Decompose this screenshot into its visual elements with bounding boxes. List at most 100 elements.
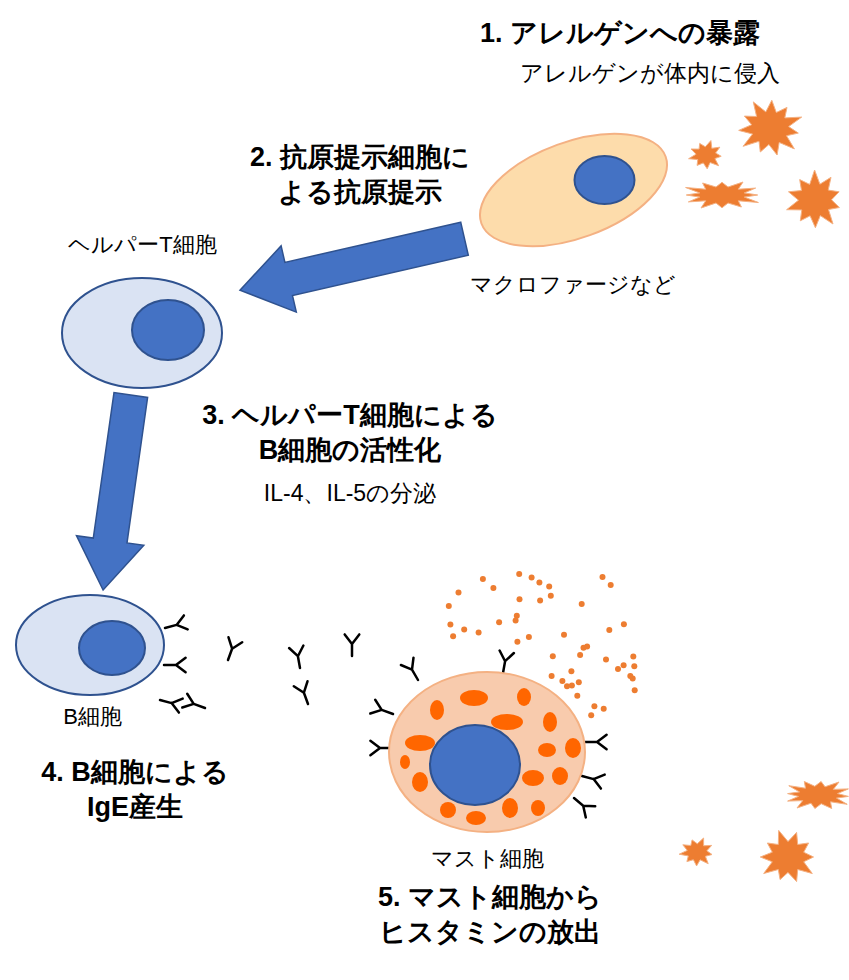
granule — [502, 798, 518, 818]
histamine-dot — [579, 601, 585, 607]
cell-node: B細胞 — [10, 590, 175, 740]
histamine-dot — [447, 622, 453, 628]
allergen — [787, 170, 840, 228]
histamine-dot — [569, 682, 575, 688]
ige-antibody — [370, 700, 393, 714]
histamine-dot — [606, 627, 612, 633]
cell-label: B細胞 — [10, 702, 175, 732]
step-label: IL-4、IL-5の分泌 — [180, 478, 520, 509]
histamine-dot — [456, 590, 462, 596]
histamine-dot — [591, 703, 597, 709]
allergen — [679, 838, 712, 866]
ige-antibody — [401, 658, 418, 680]
histamine-dot — [601, 706, 607, 712]
allergen — [760, 830, 813, 881]
histamine-dot — [568, 668, 574, 674]
ige-antibody — [345, 634, 360, 656]
histamine-dot — [627, 673, 633, 679]
histamine-dot — [608, 582, 614, 588]
histamine-dot — [561, 632, 567, 638]
histamine-dot — [600, 574, 606, 580]
histamine-dot — [546, 584, 552, 590]
histamine-dot — [517, 596, 523, 602]
histamine-dot — [621, 662, 627, 668]
nucleus — [132, 300, 204, 360]
cell-body — [62, 278, 222, 388]
step-label: 1. アレルゲンへの暴露 — [480, 16, 760, 51]
cell-node: マクロファージなど — [465, 125, 681, 303]
histamine-dot — [496, 619, 502, 625]
histamine-dot — [461, 626, 467, 632]
histamine-dot — [621, 621, 627, 627]
granule — [517, 688, 531, 706]
ige-antibody — [182, 694, 205, 708]
granule — [538, 743, 556, 757]
step-label: アレルゲンが体内に侵入 — [520, 58, 780, 89]
ige-antibody — [294, 681, 308, 704]
histamine-dot — [480, 576, 486, 582]
granule — [440, 802, 456, 818]
histamine-dot — [548, 593, 554, 599]
allergen — [788, 782, 849, 809]
histamine-dot — [584, 644, 590, 650]
histamine-dot — [549, 673, 555, 679]
nucleus — [574, 156, 634, 204]
histamine-dot — [513, 618, 519, 624]
cell-body — [464, 111, 681, 268]
granule — [565, 738, 581, 758]
histamine-dot — [450, 633, 456, 639]
ige-antibody — [228, 637, 242, 660]
ige-antibody — [500, 651, 514, 674]
histamine-dot — [603, 657, 609, 663]
cell-body — [389, 672, 585, 832]
histamine-dot — [550, 653, 556, 659]
histamine-dot — [574, 693, 580, 699]
histamine-dot — [526, 634, 532, 640]
allergen — [739, 100, 802, 155]
cell-node: ヘルパーT細胞 — [45, 230, 240, 395]
histamine-dot — [514, 639, 520, 645]
cell-label: マクロファージなど — [465, 270, 681, 300]
granule — [552, 767, 568, 785]
block-arrow — [77, 393, 148, 590]
allergen — [686, 182, 759, 208]
ige-antibody — [165, 615, 188, 629]
nucleus — [79, 621, 145, 675]
cell-node: マスト細胞 — [385, 668, 590, 872]
cell-body — [16, 595, 164, 695]
granule — [400, 755, 410, 769]
step-label: 4. B細胞による IgE産生 — [10, 755, 260, 825]
histamine-dot — [490, 585, 496, 591]
cell-shape — [385, 668, 590, 872]
histamine-dot — [577, 652, 583, 658]
granule — [460, 690, 488, 706]
block-arrow — [240, 222, 468, 312]
edge-label: 3. ヘルパーT細胞による B細胞の活性化 — [180, 398, 520, 468]
ige-antibody — [585, 735, 607, 750]
histamine-dot — [476, 630, 482, 636]
histamine-dot — [588, 712, 594, 718]
granule — [543, 712, 557, 732]
histamine-dot — [529, 574, 535, 580]
ige-antibody — [582, 775, 605, 789]
granule — [522, 770, 544, 786]
allergen — [689, 141, 722, 169]
granule — [430, 700, 444, 720]
ige-antibody — [164, 658, 186, 673]
histamine-dot — [446, 603, 452, 609]
histamine-dot — [516, 571, 522, 577]
granule — [412, 772, 428, 792]
histamine-dot — [559, 678, 565, 684]
histamine-dot — [630, 653, 636, 659]
granule — [405, 735, 435, 751]
histamine-dot — [576, 679, 582, 685]
granule — [466, 811, 486, 825]
granule — [491, 714, 523, 730]
histamine-dot — [615, 666, 621, 672]
step-label: 5. マスト細胞から ヒスタミンの放出 — [350, 880, 630, 950]
cell-label: マスト細胞 — [385, 844, 590, 874]
granule — [531, 800, 545, 816]
histamine-dot — [632, 687, 638, 693]
cell-label: ヘルパーT細胞 — [45, 230, 240, 260]
